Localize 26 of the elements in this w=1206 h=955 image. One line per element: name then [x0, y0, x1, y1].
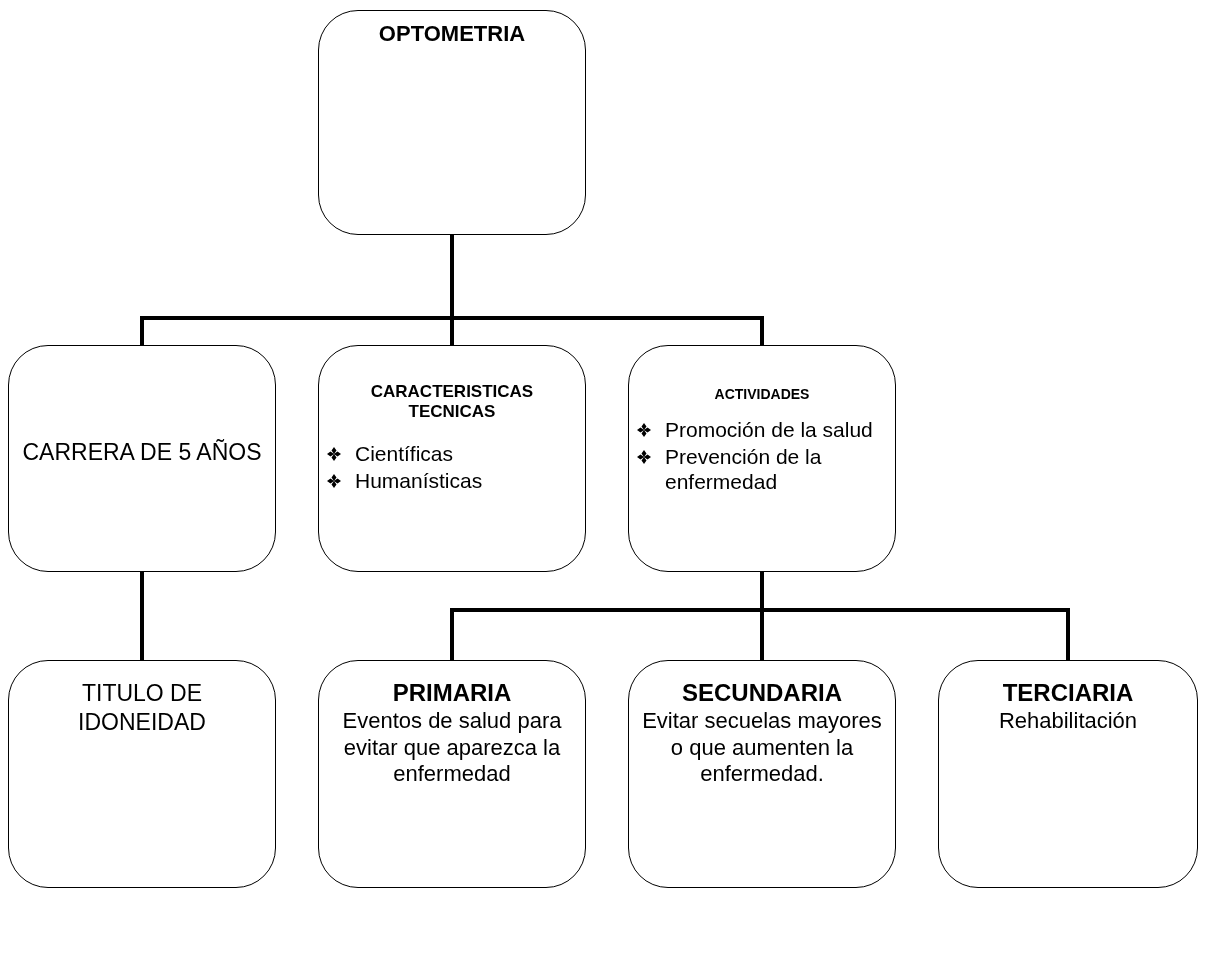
box-heading: PRIMARIA — [392, 679, 512, 708]
connector-line — [450, 235, 764, 345]
box-heading: TERCIARIA — [1002, 679, 1134, 708]
box-text: CARRERA DE 5 AÑOS — [22, 438, 262, 467]
rounded-box — [318, 660, 586, 888]
rounded-box — [8, 345, 276, 572]
rounded-box — [628, 345, 896, 572]
connector-line — [760, 572, 1070, 660]
list-item: Científicas — [355, 440, 454, 466]
list-item: Promoción de la salud — [665, 416, 873, 442]
rounded-box — [8, 660, 276, 888]
box-heading: ACTIVIDADES — [713, 386, 811, 403]
rounded-box — [318, 345, 586, 572]
connector-line — [140, 572, 144, 660]
box-heading: OPTOMETRIA — [378, 21, 526, 48]
list-item: Prevención de la enfermedad — [665, 444, 823, 495]
rounded-box — [628, 660, 896, 888]
box-heading: SECUNDARIA — [682, 679, 842, 708]
list-item: Humanísticas — [355, 467, 483, 494]
box-text: Eventos de salud para evitar que aparezca la enfermedad — [341, 707, 563, 789]
box-heading: CARACTERISTICAS TECNICAS — [369, 382, 535, 423]
box-text: Evitar secuelas mayores o que aumenten la enfermedad. — [641, 707, 883, 789]
box-text: Rehabilitación — [998, 707, 1138, 735]
box-text: TITULO DE IDONEIDAD — [77, 679, 207, 737]
rounded-box — [318, 10, 586, 235]
rounded-box — [938, 660, 1198, 888]
